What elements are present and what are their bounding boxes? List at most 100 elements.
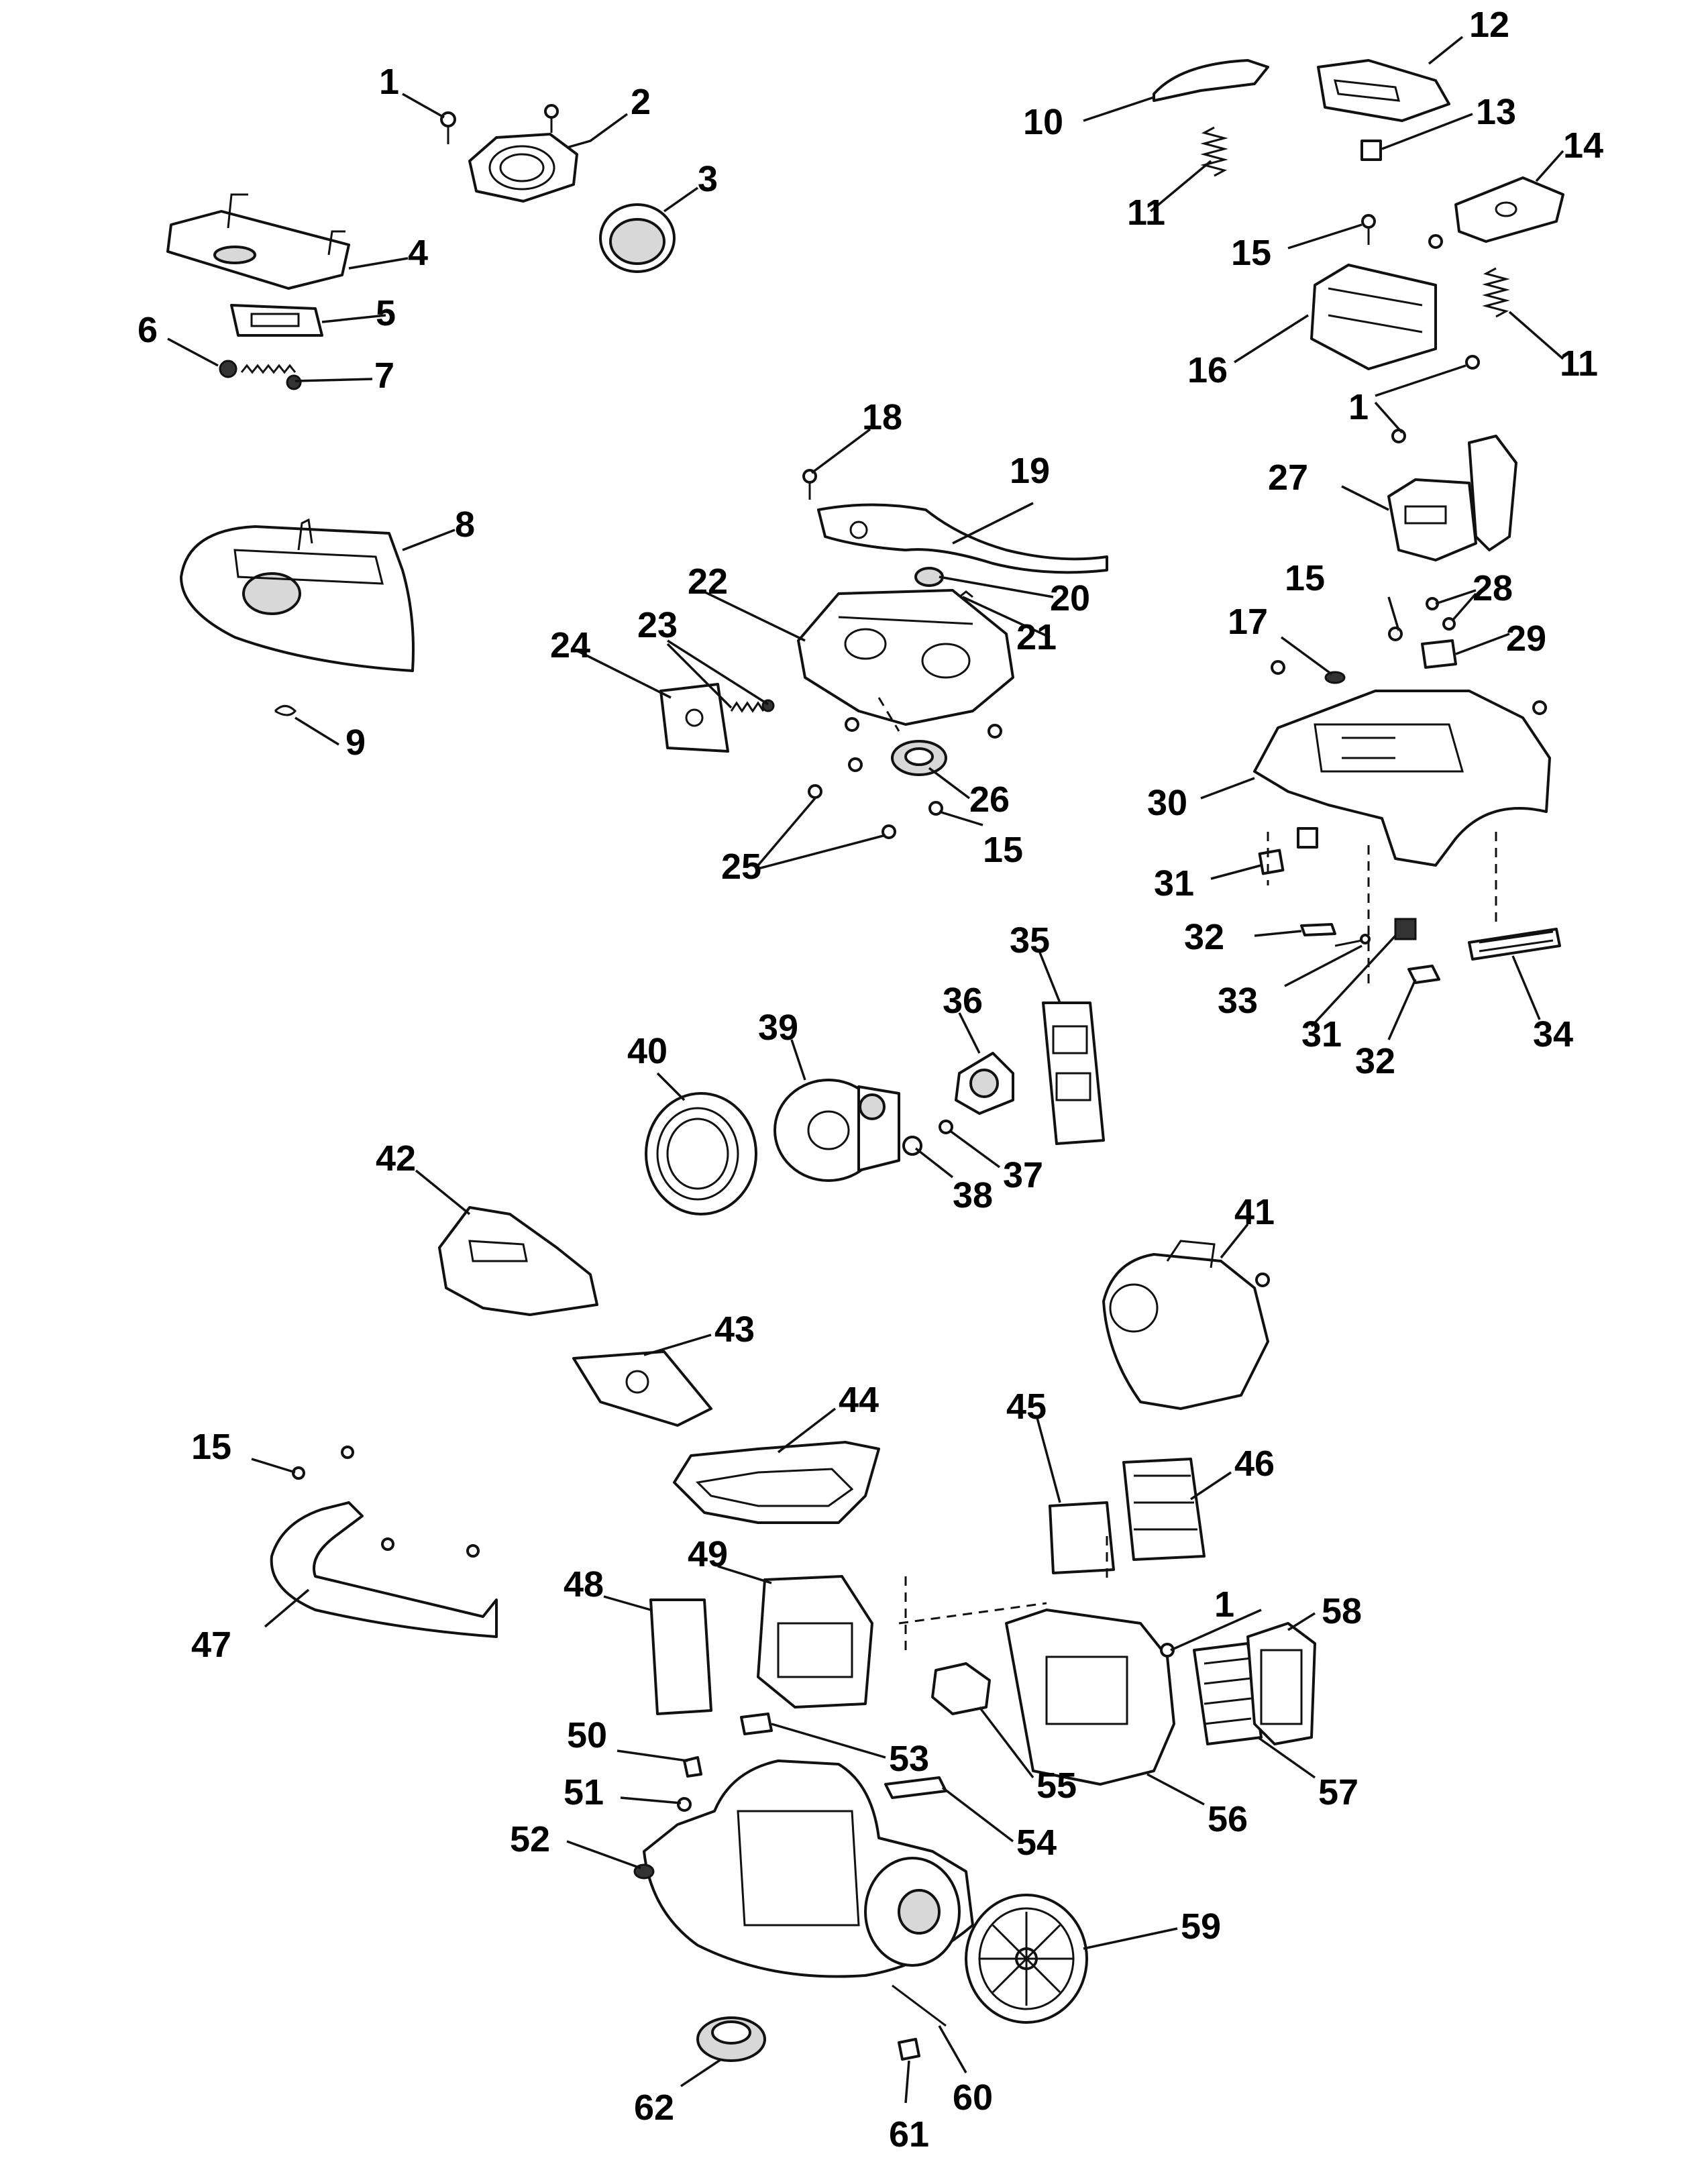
callout-3: 3: [698, 159, 718, 199]
part-34-filter-strip: [1468, 928, 1561, 961]
callout-15: 15: [983, 830, 1023, 870]
part-36-fan: [955, 1052, 1014, 1115]
callout-15: 15: [191, 1427, 231, 1467]
part-49-bag-holder: [757, 1575, 873, 1708]
callout-9: 9: [345, 722, 366, 763]
part-39-motor: [773, 1079, 900, 1182]
part-12-carry-handle: [1317, 59, 1450, 122]
part-37-screw: [939, 1120, 953, 1134]
callout-10: 10: [1023, 102, 1063, 142]
part-41-cord-reel: [1102, 1240, 1270, 1410]
callout-15: 15: [1231, 233, 1271, 273]
part-1-screw-right: [1391, 355, 1480, 443]
callout-25: 25: [721, 847, 761, 887]
callout-56: 56: [1208, 1799, 1248, 1839]
part-9-clip: [274, 705, 297, 716]
part-18-screw: [802, 469, 817, 500]
part-20-grommet: [914, 567, 944, 587]
part-31-pad: [1258, 827, 1417, 940]
callout-19: 19: [1010, 451, 1050, 491]
callout-32: 32: [1355, 1041, 1395, 1081]
callout-26: 26: [969, 779, 1010, 820]
callout-40: 40: [627, 1031, 668, 1071]
callout-32: 32: [1184, 917, 1224, 957]
callout-42: 42: [376, 1138, 416, 1179]
part-23-spring: [730, 699, 775, 713]
part-53-latch: [740, 1713, 773, 1735]
callout-48: 48: [564, 1564, 604, 1605]
callout-31: 31: [1154, 863, 1194, 904]
part-30-upper-body: [1253, 690, 1551, 867]
callout-15: 15: [1285, 558, 1325, 598]
part-47-bumper: [270, 1446, 498, 1638]
callout-17: 17: [1228, 602, 1268, 642]
callout-35: 35: [1010, 920, 1050, 961]
callout-23: 23: [637, 605, 678, 645]
alignment-lines: [877, 697, 1497, 1650]
part-55-switch-housing: [931, 1662, 991, 1715]
part-59-rear-wheel: [965, 1894, 1088, 2024]
callout-6: 6: [138, 310, 158, 350]
callout-58: 58: [1322, 1591, 1362, 1631]
part-1-screw-topleft: [440, 104, 559, 144]
part-10-release-button: [1153, 59, 1269, 102]
part-42-bag-door: [438, 1206, 598, 1316]
callout-55: 55: [1036, 1766, 1077, 1806]
part-57-filter-cartridge: [1193, 1642, 1263, 1745]
part-25-screw: [808, 717, 896, 839]
callout-4: 4: [408, 233, 428, 273]
callout-59: 59: [1181, 1906, 1221, 1947]
part-17-clip: [1324, 671, 1346, 684]
callout-8: 8: [455, 504, 475, 545]
part-26-seal-ring: [891, 740, 947, 776]
callout-18: 18: [862, 397, 902, 437]
part-4-handle-bracket: [166, 193, 350, 290]
part-15-screw-center: [928, 724, 1002, 816]
callout-1: 1: [379, 62, 399, 102]
part-6-spring-nut: [219, 360, 237, 378]
part-60-axle: [892, 1984, 947, 2027]
callout-1: 1: [1214, 1584, 1234, 1625]
callout-57: 57: [1318, 1772, 1358, 1812]
callout-7: 7: [374, 356, 394, 396]
callout-30: 30: [1147, 783, 1187, 823]
part-22-motor-housing: [797, 589, 1014, 726]
callout-27: 27: [1268, 457, 1308, 498]
callout-46: 46: [1234, 1444, 1275, 1484]
part-54-latch: [884, 1776, 947, 1799]
callout-37: 37: [1003, 1155, 1043, 1195]
callout-61: 61: [889, 2114, 929, 2155]
part-61-caster-pin: [898, 2038, 920, 2061]
part-3-filter-cap: [599, 203, 676, 273]
callout-11: 11: [1560, 343, 1598, 384]
part-51-clip: [677, 1797, 692, 1812]
part-45-filter-pad: [1049, 1501, 1115, 1574]
part-44-bag-seal: [673, 1441, 880, 1524]
callout-20: 20: [1050, 578, 1090, 618]
callout-54: 54: [1016, 1823, 1057, 1863]
callout-45: 45: [1006, 1387, 1047, 1427]
callout-51: 51: [564, 1772, 604, 1812]
callout-34: 34: [1533, 1014, 1573, 1054]
callout-38: 38: [953, 1175, 993, 1215]
part-7-spring: [240, 364, 302, 390]
part-5-latch-plate: [230, 304, 323, 337]
callout-39: 39: [758, 1008, 798, 1048]
callout-47: 47: [191, 1625, 231, 1665]
part-15-screw-top: [1361, 214, 1376, 245]
callout-43: 43: [714, 1309, 755, 1350]
part-48-filter-sheet: [649, 1598, 712, 1715]
part-13-clip: [1360, 140, 1382, 161]
part-40-motor-filter-ring: [645, 1092, 757, 1215]
callout-28: 28: [1473, 568, 1513, 608]
part-27-switch-assembly: [1387, 435, 1517, 561]
part-33-pin: [1334, 934, 1371, 947]
part-29-clip: [1421, 639, 1457, 669]
callout-16: 16: [1187, 350, 1228, 390]
part-2-motor-mount-ring: [468, 133, 578, 203]
callout-21: 21: [1016, 617, 1057, 657]
callout-12: 12: [1469, 5, 1509, 45]
callout-33: 33: [1218, 981, 1258, 1021]
part-58-filter-holder: [1246, 1622, 1316, 1745]
leader-lines: [167, 36, 1564, 2104]
